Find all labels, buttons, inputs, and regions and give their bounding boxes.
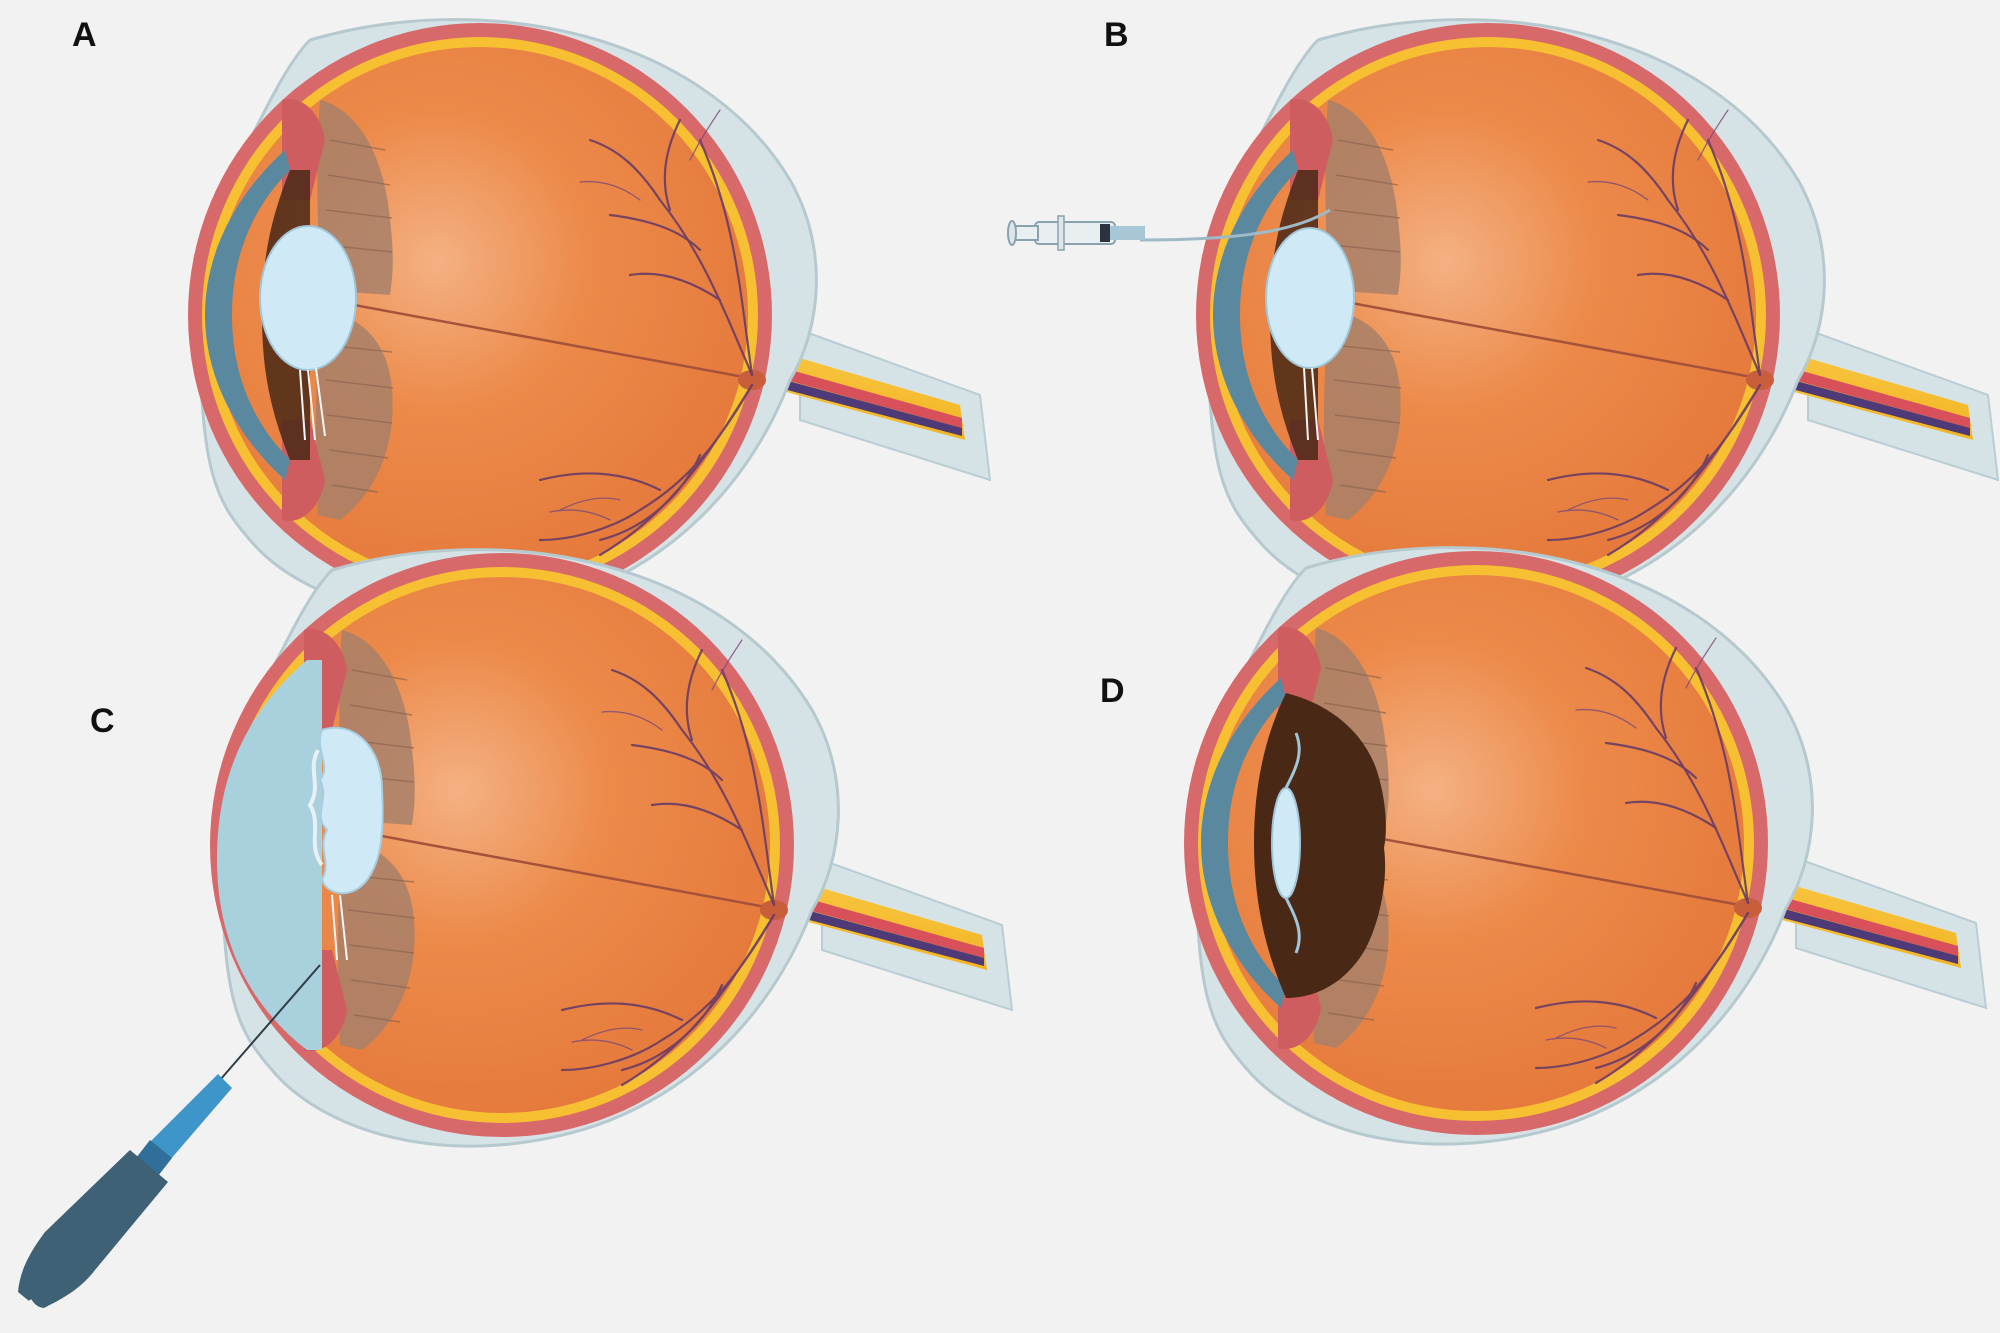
zonules xyxy=(299,367,326,441)
panel-b xyxy=(1194,18,2000,618)
phaco-probe-icon xyxy=(12,964,321,1312)
capsular-bag xyxy=(1254,693,1386,998)
natural-lens xyxy=(259,225,357,371)
syringe-icon xyxy=(1007,208,1331,251)
panel-label-c: C xyxy=(90,702,115,740)
panel-label-d: D xyxy=(1100,672,1125,710)
natural-lens xyxy=(1265,227,1355,369)
cornea xyxy=(1213,150,1298,480)
panel-label-b: B xyxy=(1104,16,1129,54)
iol-haptic-top xyxy=(1284,732,1301,789)
panel-d xyxy=(1182,546,1988,1146)
cornea xyxy=(1201,678,1286,1008)
iol-haptic-bottom xyxy=(1284,897,1301,954)
panel-label-a: A xyxy=(72,16,97,54)
anterior-chamber-fluid xyxy=(217,660,322,1050)
cornea xyxy=(205,150,290,480)
panel-c xyxy=(208,548,1014,1148)
panel-a xyxy=(186,18,992,618)
intraocular-lens xyxy=(1271,787,1301,899)
fragmented-lens xyxy=(318,726,384,895)
